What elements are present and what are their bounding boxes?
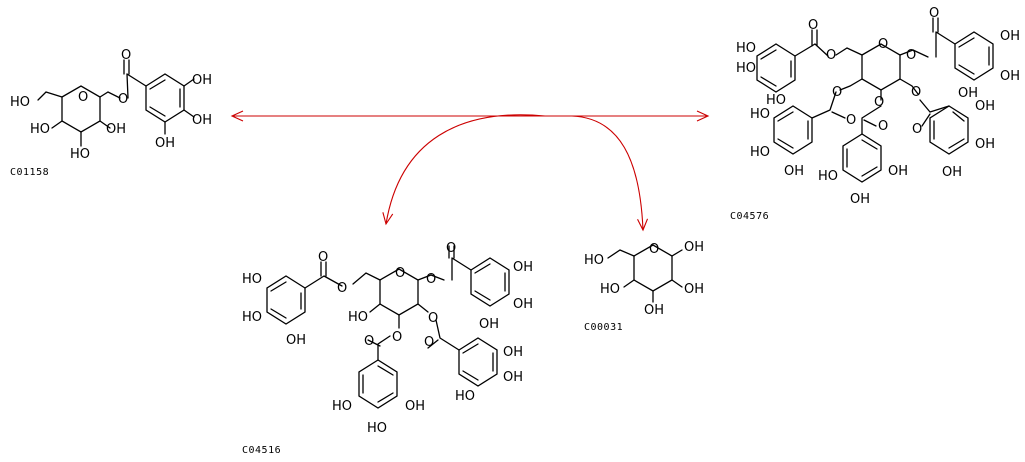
atom-label: OH [155, 136, 175, 151]
atom-label: O [826, 48, 836, 63]
atom-label: O [78, 90, 88, 105]
structure-c04576: O O O O O O O O O O O HO HO HO OH OH OH … [730, 6, 1020, 222]
atom-label: OH [784, 164, 804, 179]
atom-label: HO [600, 282, 620, 297]
atom-label: OH [513, 260, 533, 275]
atom-label: O [878, 119, 888, 134]
atom-label: O [426, 272, 436, 287]
atom-label: OH [405, 399, 425, 414]
atom-label: O [428, 311, 438, 326]
atom-label: OH [503, 370, 523, 385]
compound-id: C00031 [584, 322, 623, 333]
atom-label: HO [584, 253, 604, 268]
atom-label: HO [367, 421, 387, 436]
atom-label: OH [1000, 69, 1020, 84]
atom-label: OH [850, 192, 870, 207]
structure-c04516: O O O O O O O O O HO HO HO OH OH OH OH H… [242, 241, 533, 456]
atom-label: O [906, 48, 916, 63]
atom-label: O [337, 281, 347, 296]
atom-label: O [874, 95, 884, 110]
atom-label: OH [192, 73, 212, 88]
atom-label: O [911, 85, 921, 100]
atom-label: OH [942, 165, 962, 180]
atom-label: O [929, 6, 939, 21]
labels-c04576: O O O O O O O O O O O HO HO HO OH OH OH … [736, 6, 1020, 207]
atom-label: OH [684, 282, 704, 297]
atom-label: OH [192, 113, 212, 128]
atom-label: O [118, 92, 128, 107]
compound-id: C01158 [10, 167, 49, 178]
arrow-to-c04516 [382, 114, 546, 226]
atom-label: O [832, 85, 842, 100]
atom-label: OH [1000, 29, 1020, 44]
atom-label: HO [455, 389, 475, 404]
atom-label: HO [750, 107, 770, 122]
atom-label: OH [479, 317, 499, 332]
atom-label: O [318, 250, 328, 265]
atom-label: O [121, 48, 131, 63]
atom-label: OH [958, 86, 978, 101]
compound-id: C04576 [730, 211, 769, 222]
labels-c04516: O O O O O O O O O HO HO HO OH OH OH OH H… [242, 241, 533, 436]
atom-label: HO [332, 399, 352, 414]
atom-label: HO [818, 169, 838, 184]
atom-label: HO [736, 61, 756, 76]
atom-label: OH [286, 333, 306, 348]
atom-label: O [364, 334, 374, 349]
atom-label: HO [10, 95, 30, 110]
atom-label: O [424, 335, 434, 350]
atom-label: O [912, 122, 922, 137]
atom-label: OH [503, 345, 523, 360]
atom-label: O [846, 113, 856, 128]
atom-label: OH [888, 164, 908, 179]
atom-label: HO [30, 122, 50, 137]
labels-c00031: O HO OH HO OH OH [584, 240, 704, 318]
atom-label: OH [644, 303, 664, 318]
atom-label: O [395, 266, 405, 281]
labels-c01158: HO HO HO OH O O O OH OH OH [10, 48, 212, 162]
atom-label: OH [975, 99, 995, 114]
atom-label: HO [348, 310, 368, 325]
atom-label: OH [975, 137, 995, 152]
atom-label: OH [513, 297, 533, 312]
atom-label: HO [766, 93, 786, 108]
atom-label: O [649, 242, 659, 257]
atom-label: O [808, 18, 818, 33]
structure-c01158: HO HO HO OH O O O OH OH OH C01158 [10, 48, 212, 178]
arrow-to-c00031 [571, 115, 649, 232]
structure-c00031: O HO OH HO OH OH C00031 [584, 240, 704, 333]
atom-label: OH [106, 122, 126, 137]
atom-label: HO [750, 145, 770, 160]
atom-label: HO [70, 147, 90, 162]
atom-label: O [446, 241, 456, 256]
reaction-arrows [230, 110, 710, 232]
atom-label: HO [242, 310, 262, 325]
atom-label: O [392, 330, 402, 345]
atom-label: OH [684, 240, 704, 255]
atom-label: O [878, 37, 888, 52]
atom-label: HO [242, 272, 262, 287]
compound-id: C04516 [242, 445, 281, 456]
atom-label: HO [736, 41, 756, 56]
